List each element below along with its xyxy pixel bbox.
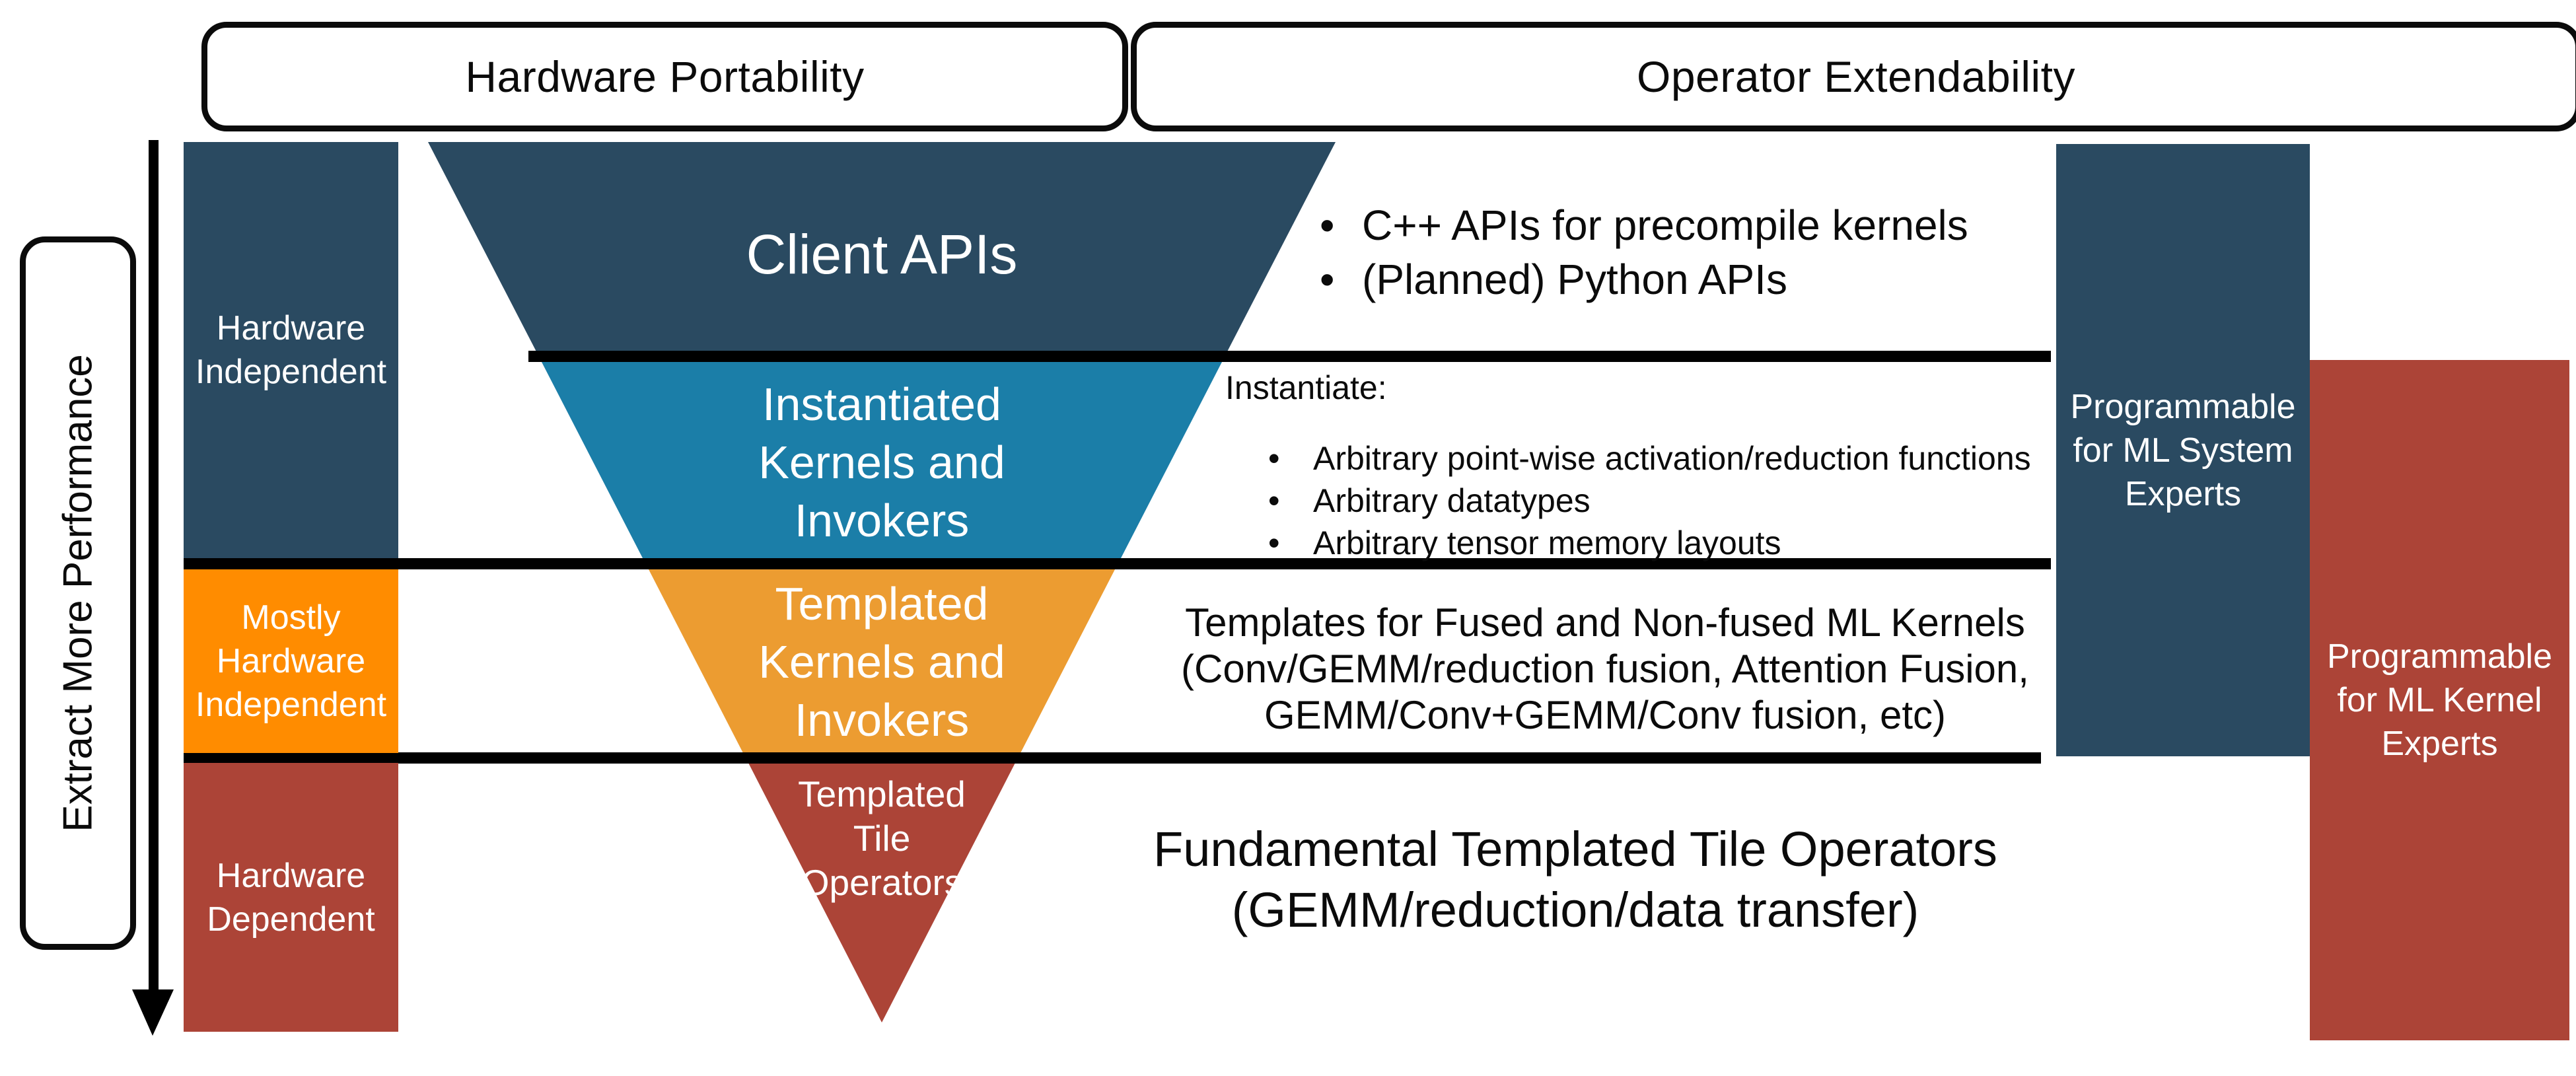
instantiated-kernels-label: Instantiated Kernels and Invokers [758,378,1005,546]
ml-system-experts-label: Programmable for ML System Experts [2070,387,2296,513]
mostly-hardware-independent-box: Mostly Hardware Independent [184,569,398,753]
pyramid-layer-client-apis [428,142,1336,357]
operator-extendability-label: Operator Extendability [1636,52,2075,101]
mostly-hardware-independent-label: Mostly Hardware Independent [195,598,387,724]
templated-tile-operators-label: Templated Tile Operators [798,773,966,903]
operator-extendability-header: Operator Extendability [1131,22,2576,131]
pyramid-layer-tile-operators [748,763,1015,1022]
bullet-item: Arbitrary tensor memory layouts [1268,522,2031,564]
hardware-independent-label: Hardware Independent [195,309,387,391]
bullet-item: (Planned) Python APIs [1320,252,1968,306]
pyramid-layer-instantiated [542,362,1222,558]
hardware-portability-header: Hardware Portability [201,22,1128,131]
hardware-dependent-box: Hardware Dependent [184,763,398,1032]
templated-kernels-label: Templated Kernels and Invokers [758,578,1005,746]
bullet-item: Arbitrary point-wise activation/reductio… [1268,437,2031,480]
fundamental-note: Fundamental Templated Tile Operators (GE… [1153,822,1997,937]
performance-arrow-shaft [149,140,159,992]
instantiate-heading: Instantiate: [1225,369,1387,406]
client-api-bullets: C++ APIs for precompile kernels (Planned… [1320,198,1968,306]
extract-more-performance-label: Extract More Performance [55,354,101,832]
ml-kernel-experts-label: Programmable for ML Kernel Experts [2326,637,2553,763]
hardware-portability-label: Hardware Portability [465,52,865,101]
hardware-independent-box: Hardware Independent [184,142,398,558]
instantiate-bullets: Arbitrary point-wise activation/reductio… [1268,437,2031,564]
ml-kernel-experts-box: Programmable for ML Kernel Experts [2310,360,2569,1040]
separator-line-1 [528,351,2051,362]
ml-system-experts-box: Programmable for ML System Experts [2056,144,2310,756]
hardware-dependent-label: Hardware Dependent [207,856,375,939]
separator-line-3 [184,752,2041,764]
bullet-item: C++ APIs for precompile kernels [1320,198,1968,252]
pyramid-layer-templated [649,569,1115,753]
performance-arrow-head [132,989,174,1036]
templates-note: Templates for Fused and Non-fused ML Ker… [1181,600,2029,737]
extract-more-performance-box: Extract More Performance [20,236,136,950]
bullet-item: Arbitrary datatypes [1268,480,2031,522]
client-apis-label: Client APIs [746,223,1018,285]
